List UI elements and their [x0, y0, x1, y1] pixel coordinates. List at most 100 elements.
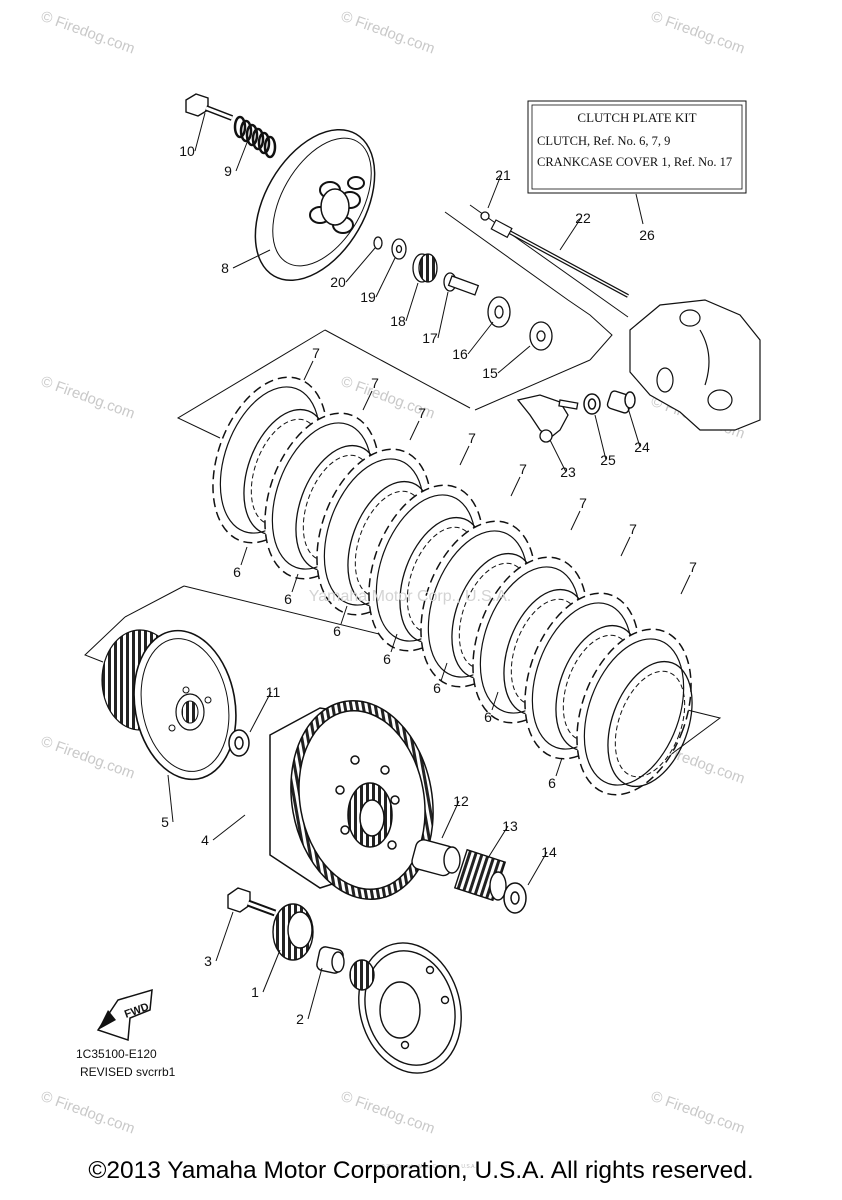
collar-12 [411, 839, 461, 877]
clutch-housing-4 [269, 700, 434, 900]
clutch-boss-5 [101, 629, 237, 781]
fineprint: (c) 2000-2016 Yamaha Motor Corporation, … [366, 1164, 476, 1170]
spring-9 [233, 115, 277, 159]
leader-line [559, 217, 582, 251]
part-label-12: 12 [453, 793, 469, 809]
friction-plate-7 [576, 628, 692, 796]
copyright-notice: ©2013 Yamaha Motor Corporation, U.S.A. A… [88, 1157, 754, 1184]
leader-line [570, 510, 581, 531]
leader-line [249, 691, 272, 733]
watermark-text: © Firedog.com [39, 733, 137, 783]
bolt-10 [185, 93, 234, 121]
seal-25 [583, 393, 601, 415]
leader-line [215, 911, 234, 962]
small-parts [373, 211, 553, 351]
steel-plate-6 [607, 660, 693, 788]
fwd-arrow-icon: FWD [96, 988, 153, 1042]
leader-line [437, 291, 449, 339]
washer-14 [503, 882, 527, 914]
part-label-5: 5 [161, 814, 169, 830]
part-label-21: 21 [495, 167, 511, 183]
diagram-code: 1C35100-E120 [76, 1047, 157, 1061]
part-label-7: 7 [629, 521, 637, 537]
leader-line [194, 112, 206, 152]
bearing-13 [453, 848, 507, 902]
leader-line [340, 605, 348, 625]
leader-line [262, 949, 281, 993]
part-label-18: 18 [390, 313, 406, 329]
part-label-6: 6 [383, 651, 391, 667]
leader-line [491, 691, 499, 711]
part-label-4: 4 [201, 832, 209, 848]
watermark-text: © Firedog.com [39, 373, 137, 423]
part-label-6: 6 [233, 564, 241, 580]
part-label-7: 7 [579, 495, 587, 511]
part-label-13: 13 [502, 818, 518, 834]
pressure-plate [254, 128, 376, 282]
leader-line [441, 800, 460, 839]
part-label-7: 7 [418, 405, 426, 421]
part-label-19: 19 [360, 289, 376, 305]
gear-1 [272, 903, 314, 961]
part-label-24: 24 [634, 439, 650, 455]
leader-line [510, 476, 521, 497]
leader-line [303, 360, 314, 381]
part-label-23: 23 [560, 464, 576, 480]
kit-line-2: CRANKCASE COVER 1, Ref. No. 17 [537, 155, 732, 169]
clutch-plate-kit-box: CLUTCH PLATE KIT CLUTCH, Ref. No. 6, 7, … [527, 100, 747, 243]
part-label-9: 9 [224, 163, 232, 179]
part-label-7: 7 [468, 430, 476, 446]
part-label-20: 20 [330, 274, 346, 290]
leader-line [390, 633, 398, 653]
leader-line [232, 249, 271, 269]
part-label-1: 1 [251, 984, 259, 1000]
part-label-6: 6 [548, 775, 556, 791]
washer-11 [228, 729, 250, 757]
leader-line [467, 321, 494, 355]
part-label-25: 25 [600, 452, 616, 468]
leader-line [487, 174, 502, 209]
leader-line [362, 390, 373, 411]
leader-line [680, 574, 691, 595]
push-rod-22 [490, 219, 629, 298]
part-label-7: 7 [371, 375, 379, 391]
part-label-8: 8 [221, 260, 229, 276]
part-label-7: 7 [519, 461, 527, 477]
clutch-plate-stack [212, 376, 693, 796]
leader-line [497, 345, 531, 374]
center-watermark: Yamaha Motor Corp., U.S.A. [309, 588, 511, 605]
leader-line [375, 257, 396, 298]
watermark-text: © Firedog.com [649, 1088, 747, 1138]
part-label-6: 6 [284, 591, 292, 607]
part-label-22: 22 [575, 210, 591, 226]
lower-group-outline [84, 585, 722, 771]
bolt-3 [227, 887, 277, 917]
leader-line [487, 825, 509, 859]
kit-ref-number: 26 [639, 227, 655, 243]
leader-line [549, 439, 567, 473]
kit-line-1: CLUTCH, Ref. No. 6, 7, 9 [537, 134, 670, 148]
watermark-text: © Firedog.com [339, 1088, 437, 1138]
bushing-24 [606, 390, 636, 414]
revision-note: REVISED svcrrb1 [80, 1065, 176, 1079]
part-label-2: 2 [296, 1011, 304, 1027]
collar-2 [316, 946, 345, 974]
leader-line [620, 536, 631, 557]
crankcase-fragment [629, 299, 761, 431]
leader-line [409, 420, 420, 441]
leader-line [627, 407, 641, 448]
leader-lines [167, 112, 691, 1020]
part-label-10: 10 [179, 143, 195, 159]
part-label-17: 17 [422, 330, 438, 346]
part-label-3: 3 [204, 953, 212, 969]
part-label-6: 6 [484, 709, 492, 725]
part-label-15: 15 [482, 365, 498, 381]
leader-line [212, 814, 246, 841]
part-label-7: 7 [312, 345, 320, 361]
leader-line [235, 139, 249, 172]
lever-23 [516, 394, 579, 443]
part-number-labels: 1098201918171615212223252411541213143127… [161, 143, 697, 1027]
leader-line [291, 573, 299, 593]
part-label-6: 6 [333, 623, 341, 639]
